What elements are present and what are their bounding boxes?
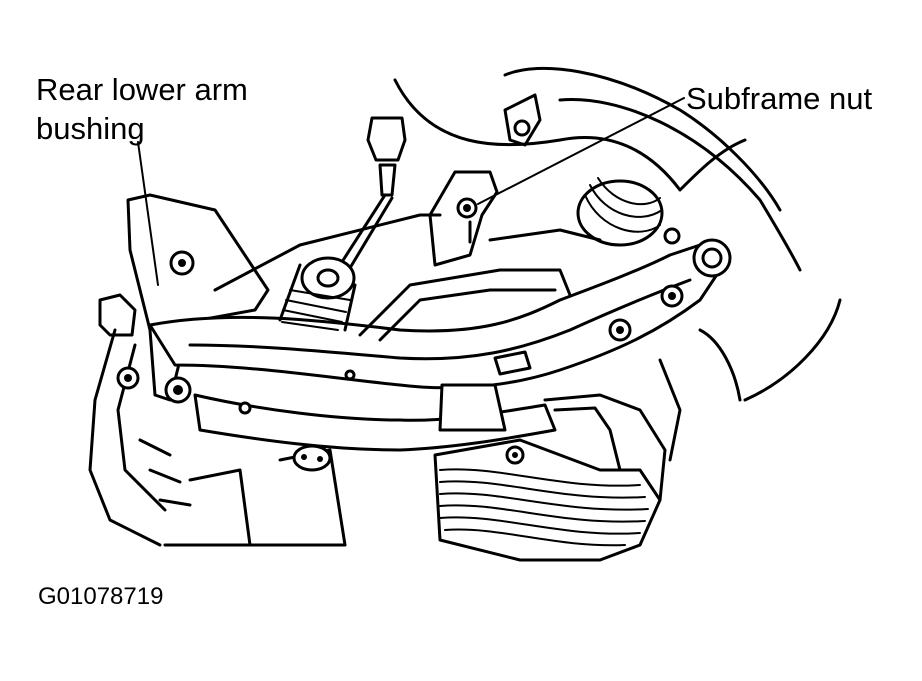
- leader-line-rear-lower-arm-bushing: [137, 141, 159, 286]
- shock-absorber: [278, 116, 407, 332]
- label-subframe-nut: Subframe nut: [686, 81, 873, 116]
- figure-code: G01078719: [38, 583, 164, 610]
- subframe-bracket: [88, 193, 270, 547]
- label-rear-lower-arm-bushing-line1: Rear lower arm: [36, 72, 248, 107]
- finned-housing: [433, 358, 682, 562]
- lower-arm: [148, 227, 732, 390]
- lower-crossmember: [163, 369, 557, 547]
- bushing: [576, 177, 664, 247]
- leader-line-subframe-nut: [477, 97, 685, 205]
- leader-lines: [137, 97, 685, 286]
- subframe-rails: [213, 93, 602, 342]
- label-rear-lower-arm-bushing-line2: bushing: [36, 111, 145, 146]
